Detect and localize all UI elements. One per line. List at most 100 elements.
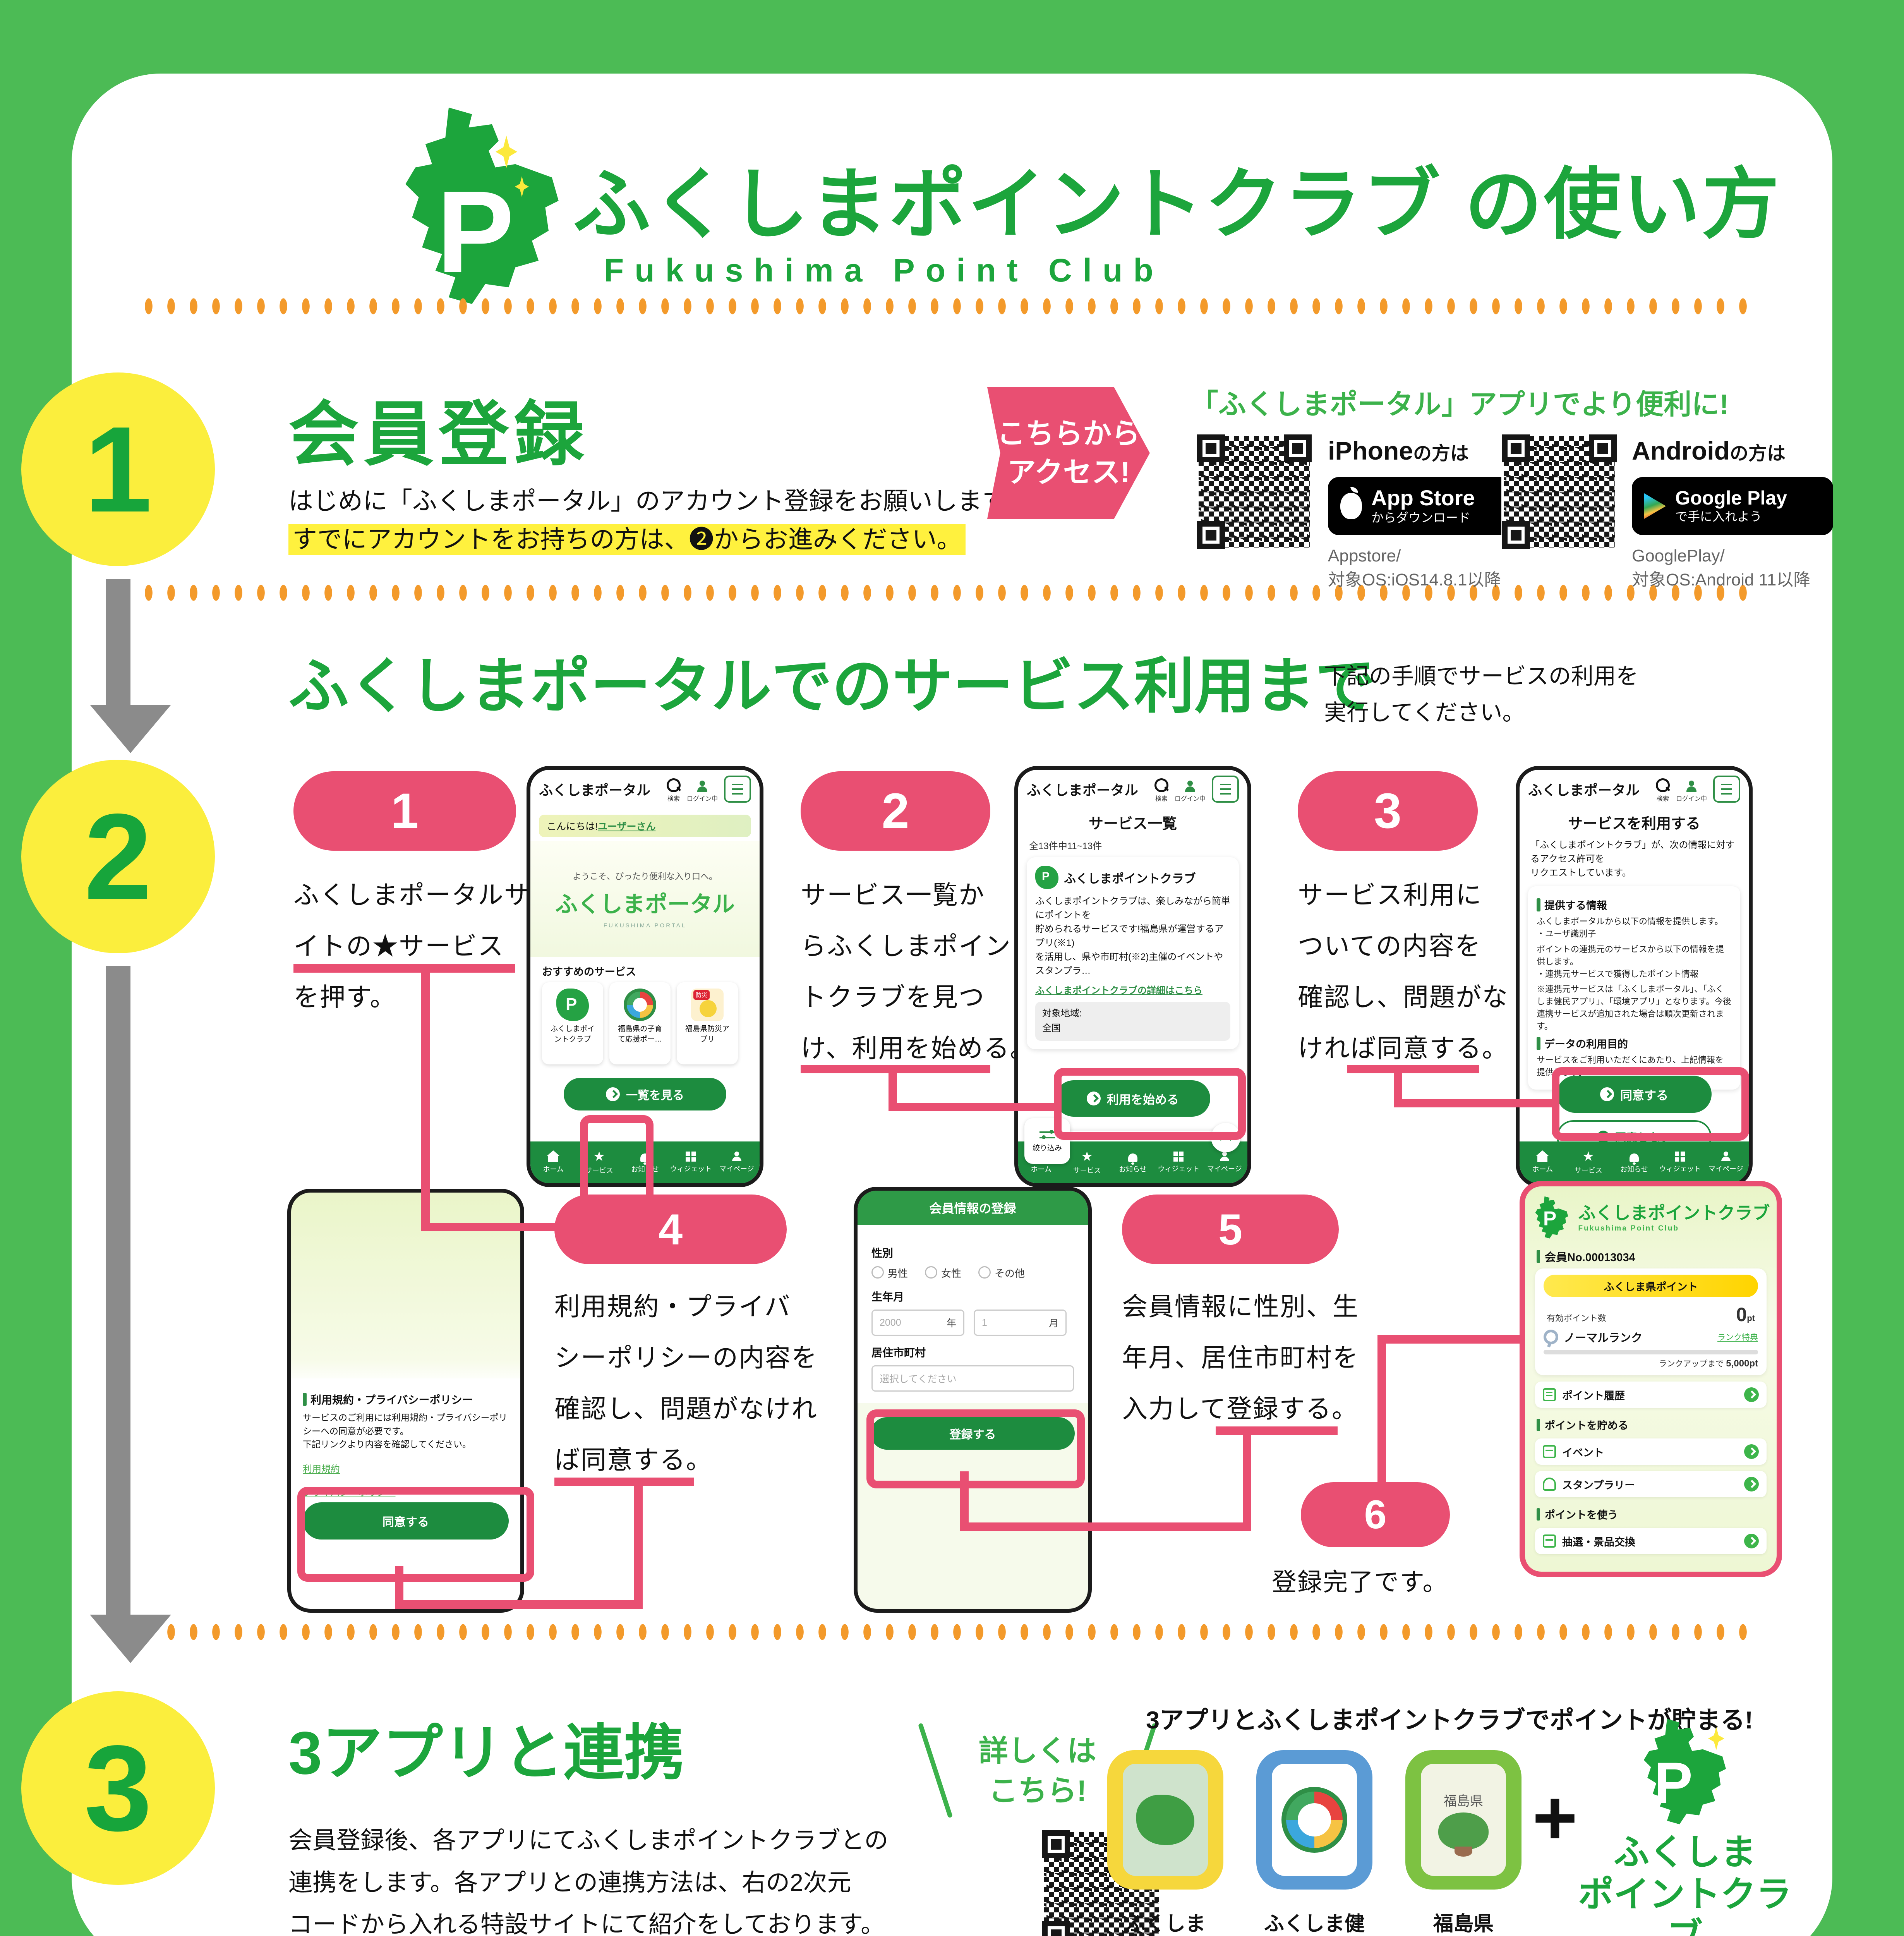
nav-news[interactable]: お知らせ — [1611, 1141, 1657, 1183]
nav-service[interactable]: ★サービス — [1073, 1149, 1101, 1174]
connector-line — [554, 1478, 694, 1486]
search-icon — [1154, 778, 1168, 792]
portal-app-title: ふくしまポータル — [539, 782, 651, 798]
person-icon — [732, 1151, 742, 1162]
qr-finder — [1042, 1921, 1070, 1936]
lottery-row[interactable]: 抽選・景品交換 — [1535, 1528, 1767, 1554]
agree-button[interactable]: 同意する — [1557, 1076, 1712, 1113]
view-all-button[interactable]: 一覧を見る — [564, 1078, 726, 1110]
googleplay-badge-line1: Google Play — [1675, 487, 1787, 509]
pointclub-service-card: ふくしまポイントクラブ ふくしまポイントクラブは、楽しみながら簡単にポイントを貯… — [1027, 857, 1239, 1049]
nav-mypage[interactable]: マイページ — [714, 1141, 760, 1183]
search-button[interactable]: 検索 — [1154, 778, 1168, 803]
home-icon — [547, 1150, 560, 1162]
svg-text:P: P — [1543, 1207, 1556, 1229]
section2-note-line1: 下記の手順でサービスの利用を — [1324, 664, 1639, 689]
chevron-right-icon — [1744, 1444, 1759, 1459]
section3-heading: 3アプリと連携 — [288, 1720, 684, 1787]
rail-step-1: 1 — [21, 372, 215, 566]
page-title: ふくしまポイントクラブ の使い方 — [573, 141, 1781, 254]
star-icon: ★ — [593, 1149, 605, 1164]
consent-intro: 「ふくしまポイントクラブ」が、次の情報に対するアクセス許可をリクエストしています… — [1530, 840, 1735, 878]
connector-line — [1394, 1099, 1552, 1107]
appstore-badge[interactable]: App Store からダウンロード — [1328, 477, 1529, 535]
register-button[interactable]: 登録する — [871, 1417, 1075, 1450]
fukushima-map-icon — [1643, 1719, 1726, 1824]
nav-widget[interactable]: ウィジェット — [668, 1141, 714, 1183]
search-button[interactable]: 検索 — [666, 778, 681, 803]
fukushima-map-logo: P — [1627, 1715, 1743, 1831]
qr-finder — [1197, 521, 1225, 549]
filter-button[interactable]: 絞り込み — [1024, 1118, 1070, 1164]
android-label-en: Android — [1632, 436, 1730, 465]
step-4-text: 利用規約・プライバシーポリシーの内容を確認し、問題がなければ同意する。 — [554, 1292, 818, 1474]
googleplay-badge[interactable]: Google Play で手に入れよう — [1632, 477, 1833, 535]
grid-icon — [1173, 1151, 1184, 1162]
plus-sign: + — [1532, 1775, 1578, 1861]
pointclub-logo-block: P ふくしま ポイントクラブ Fukushima Point Club — [1573, 1715, 1797, 1936]
nav-widget[interactable]: ウィジェット — [1657, 1141, 1703, 1183]
detail-link[interactable]: ふくしまポイントクラブの詳細はこちら — [1035, 985, 1202, 996]
highlight-box-register-button — [866, 1409, 1085, 1488]
point-history-row[interactable]: ポイント履歴 — [1535, 1382, 1767, 1408]
terms-link[interactable]: 利用規約 — [303, 1464, 340, 1474]
service-list-title: サービス一覧 — [1088, 816, 1177, 832]
hero-logo-text: ふくしまポータル — [555, 891, 735, 917]
hamburger-menu-button[interactable] — [1212, 776, 1239, 803]
hamburger-menu-button[interactable] — [1713, 776, 1740, 803]
connector-line — [395, 1600, 643, 1609]
radio-female[interactable]: 女性 — [925, 1266, 961, 1280]
nav-service[interactable]: ★サービス — [585, 1149, 613, 1174]
nav-news[interactable]: お知らせ — [1110, 1141, 1156, 1183]
valid-point-label: 有効ポイント数 — [1547, 1313, 1607, 1323]
kenmin-app-icon — [1256, 1750, 1372, 1890]
nav-home[interactable]: ホーム — [530, 1141, 576, 1183]
fukushima-map-icon — [405, 107, 559, 304]
service-card-pointclub[interactable]: ふくしまポイントクラブ — [542, 982, 603, 1064]
rankup-value: 5,000pt — [1726, 1358, 1758, 1369]
nav-home[interactable]: ホーム — [1520, 1141, 1565, 1183]
start-using-button[interactable]: 利用を始める — [1055, 1080, 1210, 1117]
radio-male[interactable]: 男性 — [871, 1266, 908, 1280]
login-status[interactable]: ログイン中 — [1175, 781, 1206, 803]
history-icon — [1543, 1388, 1556, 1401]
page-title-usage: の使い方 — [1442, 161, 1781, 248]
radio-other[interactable]: その他 — [978, 1266, 1025, 1280]
rank-benefit-link[interactable]: ランク特典 — [1717, 1333, 1758, 1342]
map-blob-icon — [1136, 1795, 1194, 1845]
username-link[interactable]: ユーザーさん — [597, 821, 656, 832]
login-status[interactable]: ログイン中 — [1676, 781, 1707, 803]
login-status[interactable]: ログイン中 — [687, 781, 718, 803]
kenmin-circle-icon — [1281, 1787, 1347, 1853]
section2-heading: ふくしまポータルでのサービス利用まで — [288, 653, 1376, 720]
rail-step-2: 2 — [21, 760, 215, 953]
stamp-rally-row[interactable]: スタンプラリー — [1535, 1471, 1767, 1497]
search-button[interactable]: 検索 — [1655, 778, 1670, 803]
service-count: 全13件中11~13件 — [1029, 841, 1102, 851]
city-select[interactable]: 選択してください — [871, 1365, 1074, 1392]
service-card-kosodate[interactable]: 福島県の子育て応援ポー… — [609, 982, 671, 1064]
step-4-pill: 4 — [554, 1195, 787, 1264]
section3-body: 会員登録後、各アプリにてふくしまポイントクラブとの連携をします。各アプリとの連携… — [288, 1827, 889, 1936]
connector-line — [421, 1223, 580, 1231]
step-2-pill: 2 — [801, 771, 990, 851]
point-value: 0 — [1736, 1304, 1747, 1325]
agree-button[interactable]: 同意する — [303, 1502, 509, 1540]
step-3-pill: 3 — [1298, 771, 1478, 851]
event-row[interactable]: イベント — [1535, 1438, 1767, 1465]
card-title: ふくしまポイントクラブ — [1064, 872, 1196, 886]
nav-mypage[interactable]: マイページ — [1703, 1141, 1749, 1183]
service-card-bosai[interactable]: 防災 福島県防災アプリ — [677, 982, 738, 1064]
hero-logo-sub: FUKUSHIMA PORTAL — [603, 922, 687, 929]
step-5-text: 会員情報に性別、生年月、居住市町村を入力して登録する。 — [1122, 1292, 1359, 1423]
nav-mypage[interactable]: マイページ — [1202, 1141, 1247, 1183]
section1-body: はじめに「ふくしまポータル」のアカウント登録をお願いします。 すでにアカウントを… — [288, 482, 1029, 559]
portal-hero: ようこそ、ぴったり便利な入り口へ。 ふくしまポータル FUKUSHIMA POR… — [530, 841, 760, 957]
googleplay-note: GooglePlay/ 対象OS:Android 11以降 — [1632, 544, 1810, 592]
hamburger-menu-button[interactable] — [724, 776, 751, 803]
nav-service[interactable]: ★サービス — [1574, 1149, 1602, 1174]
nav-widget[interactable]: ウィジェット — [1156, 1141, 1201, 1183]
qr-finder — [1042, 1830, 1070, 1858]
